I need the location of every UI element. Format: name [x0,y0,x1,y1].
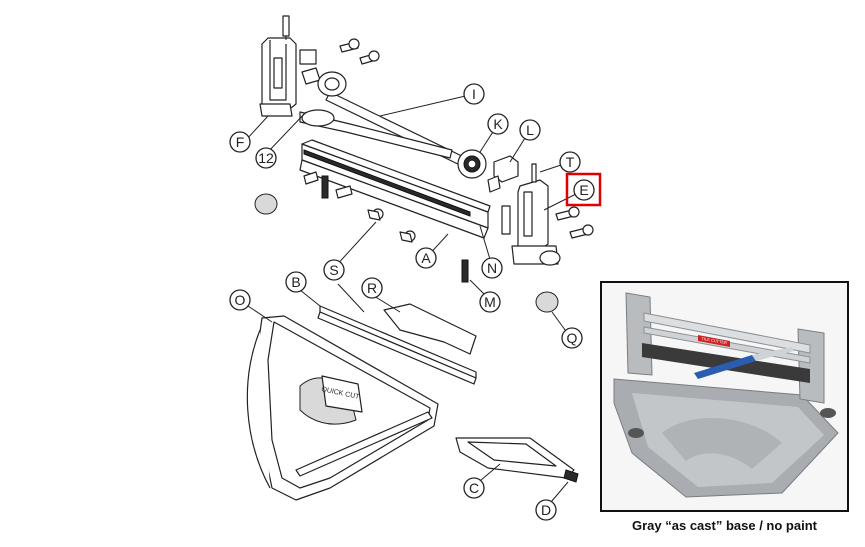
callout-E: E [573,179,595,201]
callout-B: B [285,271,307,293]
scoring-plate-B [317,305,477,385]
svg-text:O: O [235,292,246,308]
svg-text:A: A [421,250,431,266]
callout-I: I [463,83,485,105]
svg-text:M: M [484,294,496,310]
photo-caption: Gray “as cast” base / no paint [632,518,817,533]
photo-blade-label: TILE CUTTER [701,336,727,345]
svg-text:E: E [579,182,588,198]
svg-text:N: N [487,260,497,276]
springs [321,175,469,283]
right-end-bracket [511,163,561,266]
svg-text:12: 12 [258,150,274,166]
right-screws [501,205,594,239]
callout-T: T [559,151,581,173]
callout-S: S [323,259,345,281]
svg-text:F: F [236,134,245,150]
tile-cutter-photo: TILE CUTTER [602,283,847,510]
clamp-plate-R [383,303,477,355]
svg-text:D: D [541,502,551,518]
callout-C: C [463,477,485,499]
callout-O: O [229,289,251,311]
callout-K: K [487,113,509,135]
svg-text:T: T [566,154,575,170]
blade-strip-A [303,149,471,217]
block-L [487,155,519,193]
callout-L: L [519,119,541,141]
callout-N: N [481,257,503,279]
blade-screws [303,171,416,243]
svg-text:S: S [329,262,338,278]
svg-text:I: I [472,86,476,102]
rubber-foot-Q [535,291,559,313]
handle-12 [299,109,453,159]
svg-text:Q: Q [567,330,578,346]
svg-text:C: C [469,480,479,496]
svg-text:L: L [526,122,534,138]
svg-text:R: R [367,280,377,296]
cutter-base-O: QUICK CUT [246,315,439,501]
callout-Q: Q [561,327,583,349]
callout-M: M [479,291,501,313]
svg-text:K: K [493,116,503,132]
callout-D: D [535,499,557,521]
callout-F: F [229,131,251,153]
callout-E-highlight [565,172,602,207]
breaker-arm-C [455,437,579,483]
product-photo-inset: TILE CUTTER [600,281,849,512]
svg-text:B: B [291,274,300,290]
left-end-bracket [259,15,297,117]
rubber-foot-left [254,193,278,215]
bearing-K [457,149,487,179]
callout-12: 12 [255,147,277,169]
callout-A: A [415,247,437,269]
top-screws [299,38,380,85]
callout-R: R [361,277,383,299]
